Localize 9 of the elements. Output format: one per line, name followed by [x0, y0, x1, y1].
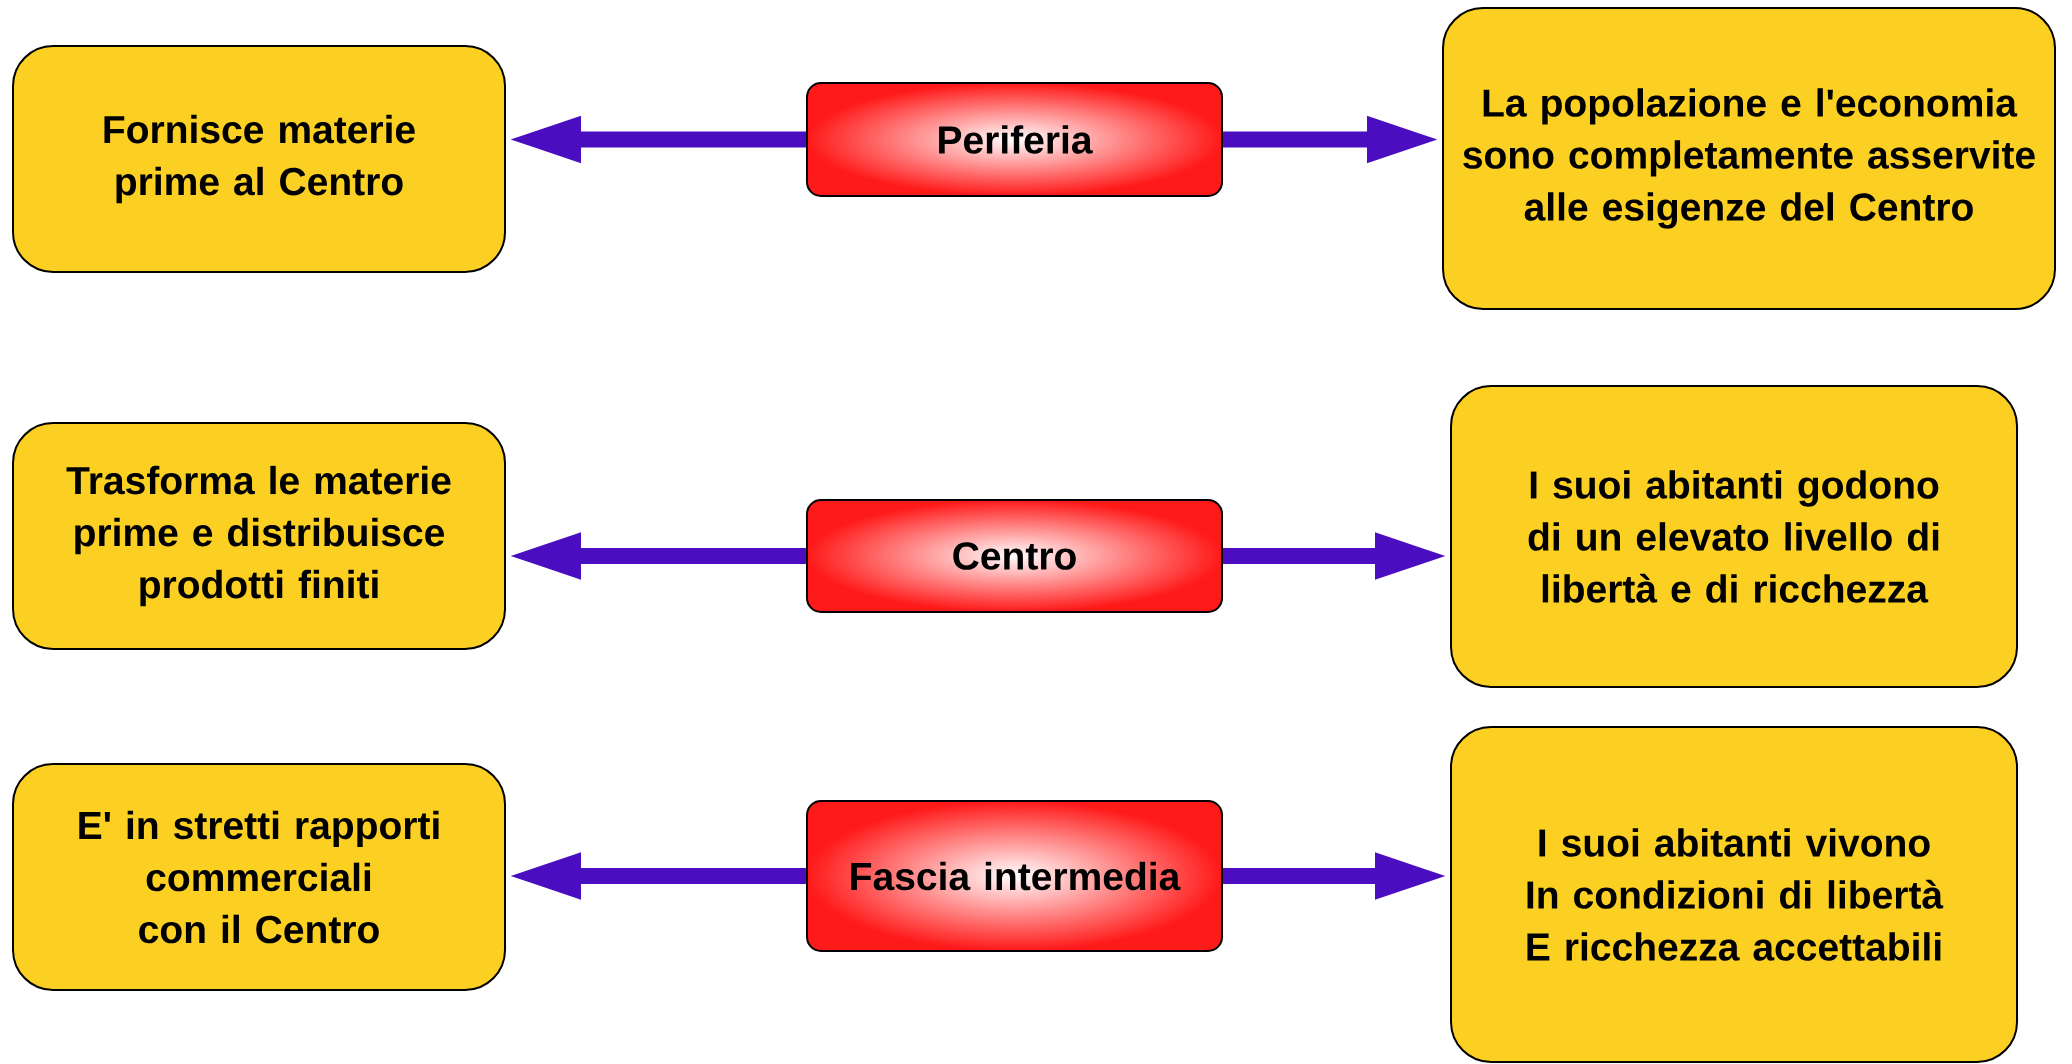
description-box: Fornisce materie prime al Centro	[12, 45, 506, 273]
description-box: E' in stretti rapporti commerciali con il Centro	[12, 763, 506, 991]
description-box: I suoi abitanti godono di un elevato livello di libertà e di ricchezza	[1450, 385, 2018, 688]
description-box: I suoi abitanti vivono In condizioni di libertà E ricchezza accettabili	[1450, 726, 2018, 1063]
zone-box: Centro	[806, 499, 1223, 613]
zone-box: Periferia	[806, 82, 1223, 197]
description-box: Trasforma le materie prime e distribuisce prodotti finiti	[12, 422, 506, 650]
zone-box: Fascia intermedia	[806, 800, 1223, 952]
description-box: La popolazione e l'economia sono completamente asservite alle esigenze del Centro	[1442, 7, 2056, 310]
